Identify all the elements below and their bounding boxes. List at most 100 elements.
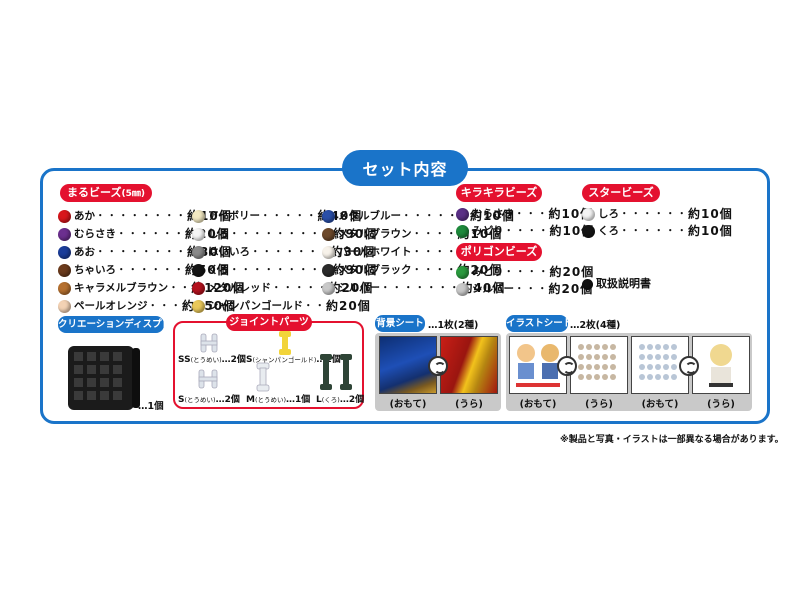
bead-color-icon bbox=[322, 245, 335, 259]
bead-color-icon bbox=[192, 263, 205, 277]
bead-qty: 約90個 bbox=[332, 263, 378, 277]
bead-label: シャンパンゴールド bbox=[208, 300, 304, 312]
joint-s-gold-image bbox=[278, 330, 292, 356]
bead-label: アイボリー bbox=[208, 210, 260, 222]
bead-color-icon bbox=[322, 227, 335, 241]
bead-color-icon bbox=[192, 299, 205, 313]
flip-icon bbox=[679, 356, 699, 376]
bead-leader: ・・・・・・・・ bbox=[95, 210, 187, 222]
bead-item: くろ・・・・・・・・・約90個 bbox=[192, 262, 377, 278]
bead-item: キャラメルブラウン・・約120個 bbox=[58, 280, 245, 296]
bead-item: メタルブラウン・・・・約10個 bbox=[322, 226, 502, 242]
bead-leader: ・・・・ bbox=[411, 246, 458, 258]
bead-qty: 約30個 bbox=[330, 245, 376, 259]
bead-qty: 約20個 bbox=[328, 281, 374, 295]
background-sheet-qty: …1枚(2種) bbox=[428, 320, 479, 331]
bead-label: シルバー bbox=[338, 282, 380, 294]
star-beads-header: スタービーズ bbox=[582, 184, 660, 202]
bead-label: パールホワイト bbox=[338, 246, 412, 258]
bead-leader: ・・・・ bbox=[503, 225, 550, 237]
bead-item: メタルブルー・・・・・・約10個 bbox=[322, 208, 515, 224]
bead-label: キャラメルブラウン bbox=[74, 282, 169, 294]
flip-icon bbox=[428, 356, 448, 376]
bead-qty: 約20個 bbox=[548, 282, 594, 296]
disclaimer-note: ※製品と写真・イラストは一部異なる場合があります。 bbox=[560, 435, 784, 445]
bead-label: はいいろ bbox=[208, 246, 250, 258]
bead-item: はいいろ・・・・・・・約30個 bbox=[192, 244, 375, 260]
illustration-sheet-qty: …2枚(4種) bbox=[570, 320, 621, 331]
maru-beads-header: まるビーズ(5㎜) bbox=[60, 184, 152, 202]
bead-label: メタルブラック bbox=[338, 264, 412, 276]
bead-label: むらさき bbox=[74, 228, 116, 240]
joint-m-image bbox=[256, 362, 270, 392]
manual-item: 取扱説明書 bbox=[582, 276, 651, 292]
bead-leader: ・・・・・・ bbox=[619, 225, 688, 237]
bead-color-icon bbox=[58, 281, 71, 295]
bead-color-icon bbox=[192, 281, 205, 295]
bead-color-icon bbox=[58, 209, 71, 223]
background-sheet-back-image bbox=[440, 336, 498, 394]
bead-leader: ・・・ bbox=[147, 300, 182, 312]
bead-leader: ・・・・・ bbox=[271, 282, 329, 294]
bead-item: シャンパンゴールド・・約20個 bbox=[192, 298, 371, 314]
illustration-sheet-2-back-caption: (うら) bbox=[707, 399, 735, 410]
bead-item: シルバー・・・・・・・約40個 bbox=[322, 280, 505, 296]
joint-m-label: M(とうめい)…1個 bbox=[246, 395, 311, 405]
bead-leader: ・・ bbox=[303, 300, 327, 312]
illustration-sheet-2-front-caption: (おもて) bbox=[641, 399, 679, 410]
bead-item: メタルブラック・・・・約20個 bbox=[322, 262, 502, 278]
bead-label: しろ bbox=[598, 208, 619, 220]
bead-qty: 約10個 bbox=[470, 209, 515, 223]
bead-qty: 約90個 bbox=[332, 227, 378, 241]
bead-item: みどり・・・・約10個 bbox=[456, 223, 594, 239]
bead-label: ペールオレンジ bbox=[74, 300, 148, 312]
bead-leader: ・・・・・・・・ bbox=[95, 246, 187, 258]
bead-leader: ・・・・・・・・・ bbox=[229, 264, 333, 276]
bead-color-icon bbox=[58, 263, 71, 277]
bead-leader: ・・・・・・ bbox=[116, 264, 185, 276]
joint-s-clear-image bbox=[196, 368, 222, 390]
creation-display-header: クリエーションディスプレイ bbox=[58, 316, 181, 333]
background-sheet-back-caption: (うら) bbox=[455, 399, 483, 410]
joint-l-image bbox=[318, 352, 356, 392]
bead-leader: ・・・・・・・ bbox=[380, 282, 461, 294]
bead-leader: ・・ bbox=[168, 282, 192, 294]
bead-item: くろ・・・・・・約10個 bbox=[582, 223, 733, 239]
bead-qty: 約120個 bbox=[191, 281, 246, 295]
bead-label: くろ bbox=[208, 264, 229, 276]
illustration-sheet-1-front-caption: (おもて) bbox=[519, 399, 557, 410]
bead-qty: 約40個 bbox=[460, 281, 506, 295]
bead-item: シルバー・・・約20個 bbox=[456, 281, 593, 297]
creation-display-qty: …1個 bbox=[138, 401, 164, 412]
illustration-sheet-2-back-image bbox=[692, 336, 750, 394]
bead-qty: 約10個 bbox=[688, 207, 733, 221]
set-contents-title: セット内容 bbox=[342, 150, 468, 186]
bead-leader: ・・・・・・ bbox=[401, 210, 470, 222]
bead-label: メタルブルー bbox=[338, 210, 401, 222]
illustration-sheet-1-back-caption: (うら) bbox=[585, 399, 613, 410]
bead-color-icon bbox=[582, 207, 595, 221]
bead-qty: 約20個 bbox=[326, 299, 371, 313]
bead-color-icon bbox=[582, 224, 595, 238]
background-sheet-front-caption: (おもて) bbox=[389, 399, 427, 410]
bead-label: しろ bbox=[208, 228, 229, 240]
bead-color-icon bbox=[58, 299, 71, 313]
illustration-sheet-1-back-image bbox=[570, 336, 628, 394]
bead-item: メタルレッド・・・・・約20個 bbox=[192, 280, 373, 296]
bead-leader: ・・・・・・・・・ bbox=[229, 228, 333, 240]
background-sheet-header: 背景シート bbox=[375, 315, 425, 332]
bead-qty: 約20個 bbox=[549, 265, 595, 279]
bead-color-icon bbox=[58, 227, 71, 241]
bead-qty: 約10個 bbox=[548, 207, 594, 221]
polygon-beads-header: ポリゴンビーズ bbox=[456, 243, 542, 261]
creation-display-image bbox=[62, 338, 144, 416]
joint-ss-label: SS(とうめい)…2個 bbox=[178, 355, 246, 365]
bead-label: くろ bbox=[598, 225, 619, 237]
bead-leader: ・・・・・・ bbox=[619, 208, 688, 220]
background-sheet-front-image bbox=[379, 336, 437, 394]
bead-leader: ・・・ bbox=[514, 208, 549, 220]
bead-label: シルバー bbox=[472, 283, 514, 295]
bead-color-icon bbox=[192, 209, 205, 223]
bead-leader: ・・・・ bbox=[411, 228, 458, 240]
bead-item: みどり・・・・約20個 bbox=[456, 264, 594, 280]
